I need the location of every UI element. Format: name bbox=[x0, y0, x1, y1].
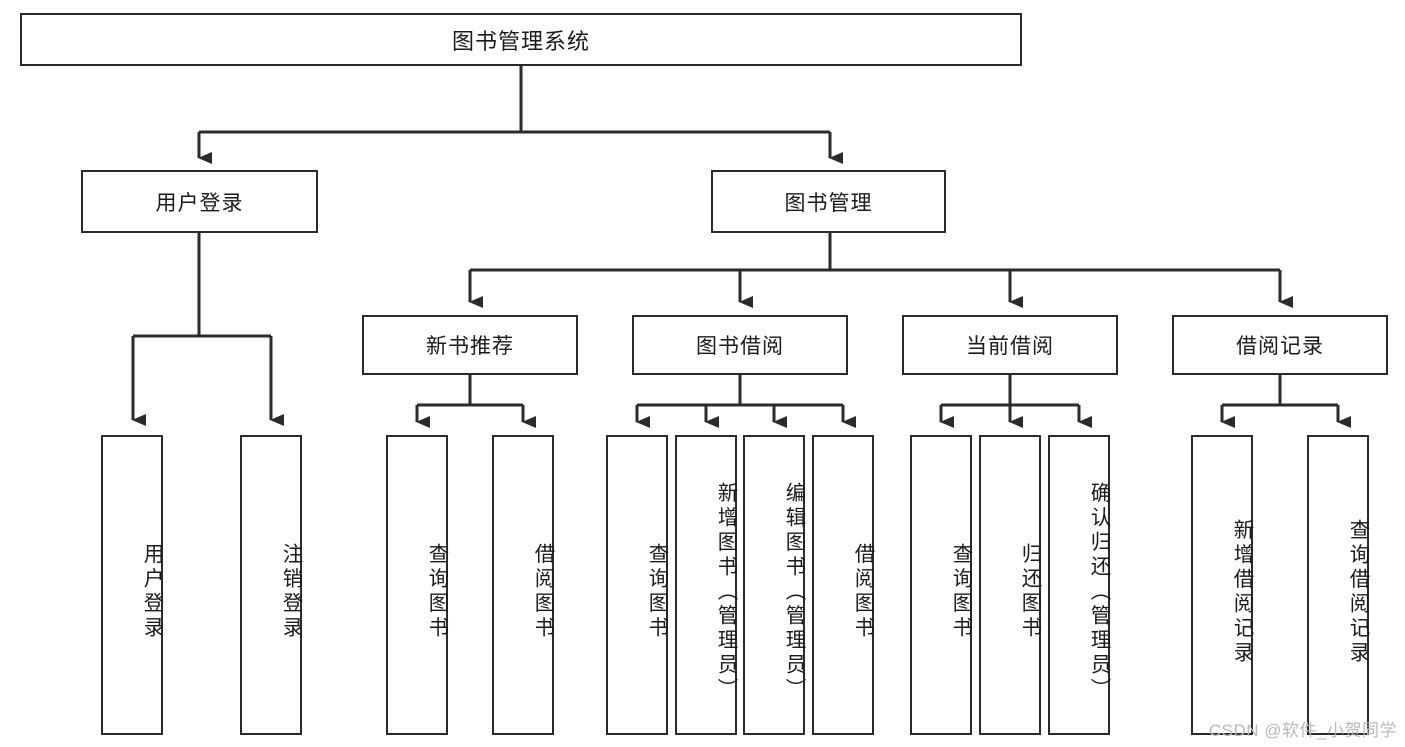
node-label: 确认归还（管理员） bbox=[1087, 481, 1110, 703]
node-label: 查询图书 bbox=[425, 543, 448, 641]
node-label: 编辑图书（管理员） bbox=[782, 481, 805, 703]
node-label: 查询图书 bbox=[645, 543, 668, 641]
node-borrow-record[interactable]: 借阅记录 bbox=[1172, 315, 1388, 375]
node-new-book-recommend[interactable]: 新书推荐 bbox=[362, 315, 578, 375]
node-label: 借阅图书 bbox=[851, 543, 874, 641]
node-label: 借阅记录 bbox=[1236, 335, 1324, 358]
node-book-borrow[interactable]: 图书借阅 bbox=[632, 315, 848, 375]
leaf-borrow-borrow-book[interactable]: 借阅图书 bbox=[812, 435, 874, 735]
node-label: 图书管理系统 bbox=[451, 28, 590, 54]
leaf-borrow-query-book[interactable]: 查询图书 bbox=[606, 435, 668, 735]
node-current-borrow[interactable]: 当前借阅 bbox=[902, 315, 1118, 375]
node-label: 新书推荐 bbox=[426, 335, 514, 358]
leaf-current-query-book[interactable]: 查询图书 bbox=[910, 435, 972, 735]
node-book-management[interactable]: 图书管理 bbox=[711, 170, 946, 233]
leaf-borrow-edit-book-admin[interactable]: 编辑图书（管理员） bbox=[743, 435, 805, 735]
node-label: 用户登录 bbox=[155, 191, 244, 215]
node-root-book-management-system[interactable]: 图书管理系统 bbox=[20, 13, 1022, 66]
node-label: 注销登录 bbox=[279, 543, 302, 641]
node-label: 新增借阅记录 bbox=[1230, 518, 1253, 666]
node-label: 归还图书 bbox=[1018, 543, 1041, 641]
node-label: 图书借阅 bbox=[696, 335, 784, 358]
leaf-record-add-record[interactable]: 新增借阅记录 bbox=[1191, 435, 1253, 735]
node-label: 图书管理 bbox=[784, 191, 873, 215]
leaf-user-login-logout[interactable]: 注销登录 bbox=[240, 435, 302, 735]
leaf-user-login-login[interactable]: 用户登录 bbox=[101, 435, 163, 735]
node-label: 查询图书 bbox=[949, 543, 972, 641]
node-label: 查询借阅记录 bbox=[1346, 518, 1369, 666]
leaf-recommend-borrow-book[interactable]: 借阅图书 bbox=[492, 435, 554, 735]
node-label: 新增图书（管理员） bbox=[714, 481, 737, 703]
node-label: 借阅图书 bbox=[531, 543, 554, 641]
leaf-current-confirm-return-admin[interactable]: 确认归还（管理员） bbox=[1048, 435, 1110, 735]
leaf-borrow-add-book-admin[interactable]: 新增图书（管理员） bbox=[675, 435, 737, 735]
node-user-login[interactable]: 用户登录 bbox=[81, 170, 318, 233]
leaf-recommend-query-book[interactable]: 查询图书 bbox=[386, 435, 448, 735]
node-label: 当前借阅 bbox=[966, 335, 1054, 358]
node-label: 用户登录 bbox=[140, 543, 163, 641]
leaf-current-return-book[interactable]: 归还图书 bbox=[979, 435, 1041, 735]
leaf-record-query-record[interactable]: 查询借阅记录 bbox=[1307, 435, 1369, 735]
watermark-text: CSDN @软件_小贺同学 bbox=[1208, 721, 1397, 740]
